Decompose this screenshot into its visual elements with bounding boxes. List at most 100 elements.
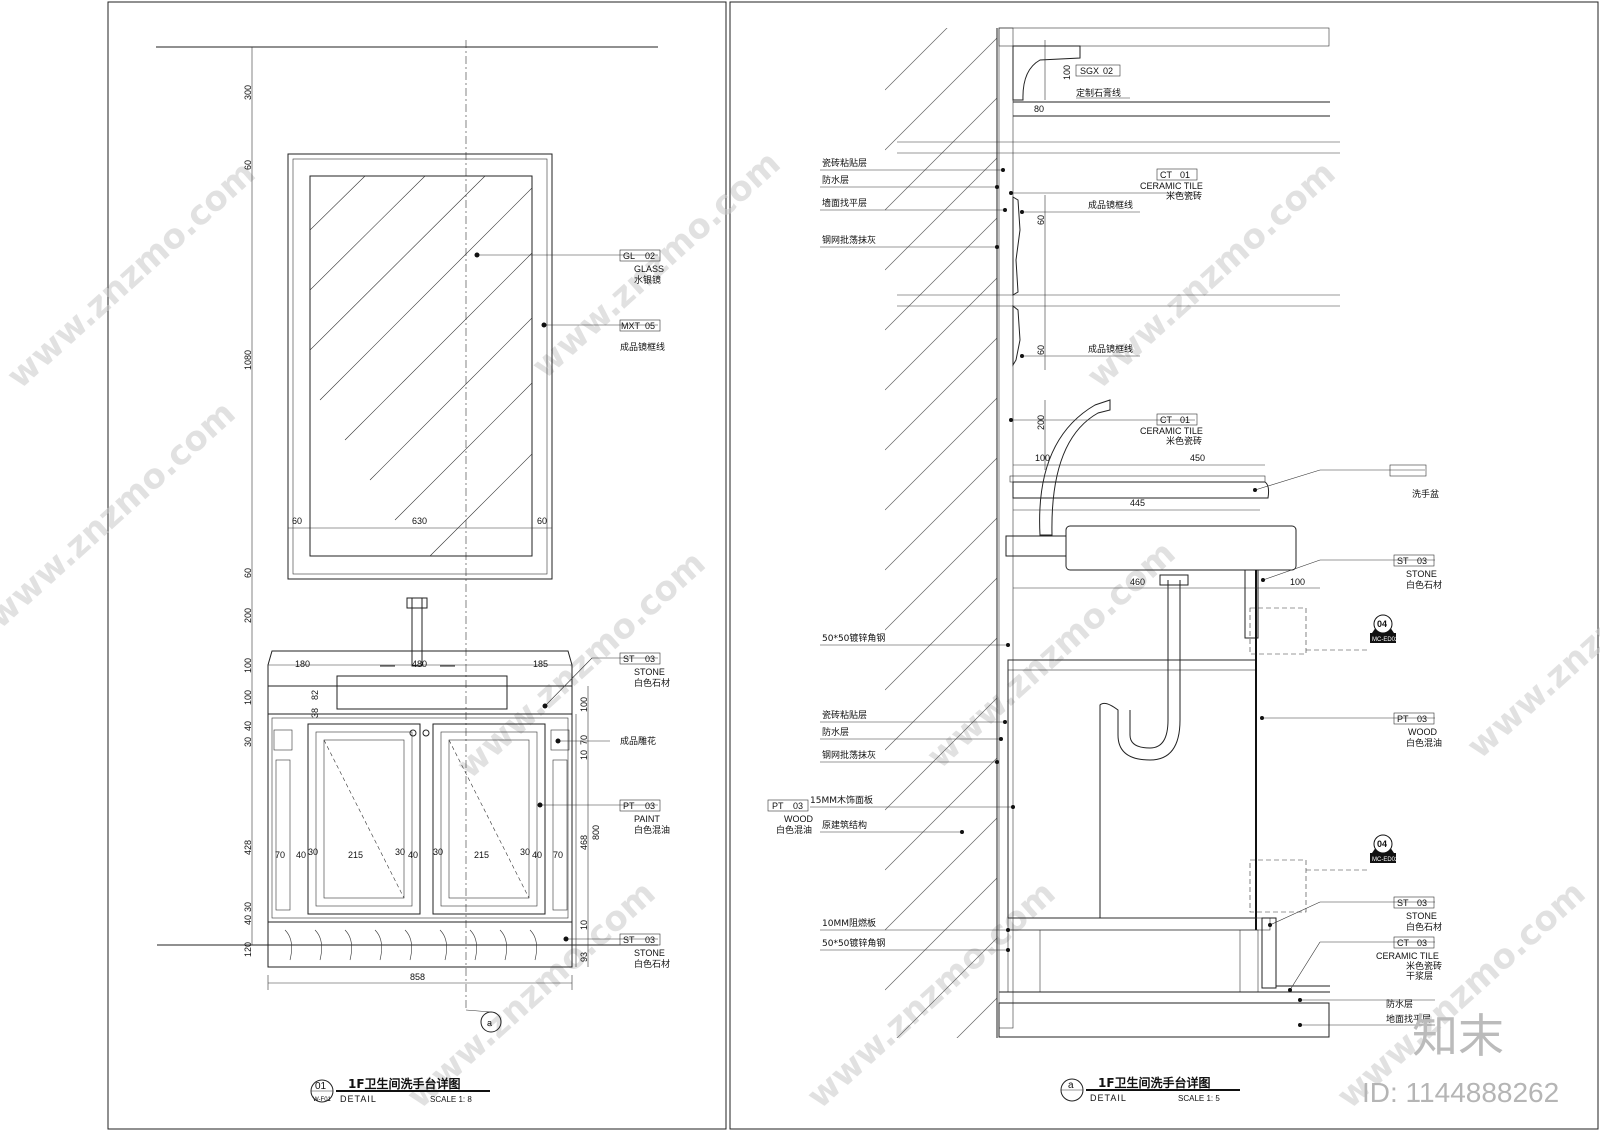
asset-id: ID: 1144888262: [1362, 1077, 1559, 1108]
dim: 480: [412, 659, 427, 669]
callout-code: GL: [623, 251, 635, 261]
basin-top: [1009, 475, 1266, 483]
dim: 100: [1062, 65, 1072, 80]
layer-label: 瓷砖粘贴层: [822, 709, 867, 721]
callout-cn: 成品镜框线: [1088, 199, 1133, 211]
right-section: [885, 27, 1370, 1038]
callout-en: STONE: [634, 948, 665, 958]
dim: 180: [295, 659, 310, 669]
dim: 428: [243, 840, 253, 855]
dim: 460: [1130, 577, 1145, 587]
callout-cn: 成品镜框线: [620, 341, 665, 353]
callout-code: MXT: [621, 321, 641, 331]
dim: 630: [412, 516, 427, 526]
dim: 200: [243, 608, 253, 623]
dim: 10: [579, 750, 589, 760]
callout-num: 01: [1180, 415, 1190, 425]
callout-cn: 米色瓷砖: [1166, 190, 1202, 202]
layer-label: 50*50镀锌角钢: [822, 632, 885, 644]
dim: 60: [1036, 215, 1046, 225]
left-vertical-dims: 300 60 1080 60 200 100 100 30 40 428 30 …: [243, 85, 253, 957]
callout-en: PAINT: [634, 814, 660, 824]
callout-en: GLASS: [634, 264, 664, 274]
dim: 80: [1034, 104, 1044, 114]
detail-title: 1F卫生间洗手台详图: [1098, 1075, 1211, 1090]
left-right-dims: 100 70 10 800 468 10 93: [579, 697, 601, 962]
callout-cn: 米色瓷砖: [1166, 435, 1202, 447]
callout-num: 03: [1417, 714, 1427, 724]
dim: 30: [395, 847, 405, 857]
detail-title: 1F卫生间洗手台详图: [348, 1076, 461, 1091]
left-callouts: GL 02 GLASS 水银镜 MXT 05 成品镜框线 ST 03 STONE…: [474, 249, 670, 970]
basin: [336, 675, 508, 710]
pt-tag-en: WOOD: [784, 814, 813, 824]
dim: 60: [537, 516, 547, 526]
callout-en: CERAMIC TILE: [1140, 181, 1203, 191]
dim: 215: [474, 850, 489, 860]
dim: 100: [1290, 577, 1305, 587]
callout-en: STONE: [1406, 569, 1437, 579]
sheet-ref: W-F01: [313, 1097, 332, 1103]
section-marker-label: a: [487, 1018, 492, 1028]
dim: 40: [296, 850, 306, 860]
callout-code: ST: [623, 935, 635, 945]
callout-code: PT: [1397, 714, 1409, 724]
dim: 100: [243, 658, 253, 673]
detail-marker-ref: MC-ED02: [1372, 637, 1399, 643]
right-callouts: SGX 02 定制石膏线 CT 01 CERAMIC TILE 米色瓷砖 成品镜…: [1009, 64, 1442, 1027]
dim: 1080: [243, 350, 253, 370]
dim: 468: [579, 835, 589, 850]
layer-label: 防水层: [822, 726, 849, 738]
layer-label: 钢网批荡抹灰: [822, 749, 876, 761]
right-dims: 100 80 60 60 200 100 450 445 460 100: [1013, 65, 1320, 589]
callout-num: 03: [645, 654, 655, 664]
dim: 60: [243, 568, 253, 578]
dim: 100: [579, 697, 589, 712]
dim: 70: [553, 850, 563, 860]
dim: 40: [408, 850, 418, 860]
watermark-site: www.znzmo.com: [1079, 153, 1343, 396]
callout-num: 03: [1417, 898, 1427, 908]
dim: 30: [243, 737, 253, 747]
pt-tag-code: PT: [772, 801, 784, 811]
callout-cn: 成品雕花: [620, 735, 656, 747]
dim: 100: [1035, 453, 1050, 463]
callout-en: CERAMIC TILE: [1376, 951, 1439, 961]
dim: 450: [1190, 453, 1205, 463]
callout-num: 05: [645, 321, 655, 331]
callout-code: SGX: [1080, 66, 1099, 76]
stone-plinth: [267, 921, 573, 968]
dim: 82: [310, 690, 320, 700]
callout-code: CT: [1160, 415, 1172, 425]
callout-num: 02: [645, 251, 655, 261]
left-sheet-frame: [107, 1, 727, 1130]
dim: 215: [348, 850, 363, 860]
layer-label: 防水层: [822, 174, 849, 186]
watermark-site: www.znzmo.com: [0, 393, 243, 636]
layer-label: 15MM木饰面板: [810, 794, 873, 806]
dim: 445: [1130, 498, 1145, 508]
layer-label: 50*50镀锌角钢: [822, 937, 885, 949]
callout-cn: 水银镜: [634, 274, 661, 286]
callout-cn: 防水层: [1386, 998, 1413, 1010]
detail-scale: SCALE 1: 8: [430, 1095, 472, 1104]
detail-marker: 04 MC-ED02: [1370, 834, 1399, 863]
detail-scale: SCALE 1: 5: [1178, 1094, 1220, 1103]
callout-code: ST: [623, 654, 635, 664]
dim: 185: [533, 659, 548, 669]
detail-label: DETAIL: [1090, 1093, 1127, 1103]
dim: 30: [243, 902, 253, 912]
callout-num: 02: [1103, 66, 1113, 76]
callout-cn: 白色石材: [634, 958, 670, 970]
dim: 10: [579, 920, 589, 930]
callout-en: CERAMIC TILE: [1140, 426, 1203, 436]
mirror-inner-frame: [292, 158, 548, 575]
detail-label: DETAIL: [340, 1094, 377, 1104]
callout-cn: 白色石材: [634, 677, 670, 689]
dim: 40: [532, 850, 542, 860]
callout-num: 03: [1417, 938, 1427, 948]
callout-cn: 白色石材: [1406, 921, 1442, 933]
drain-pipe: [1099, 580, 1181, 918]
callout-cn: 地面找平层: [1386, 1013, 1431, 1025]
callout-num: 03: [1417, 556, 1427, 566]
